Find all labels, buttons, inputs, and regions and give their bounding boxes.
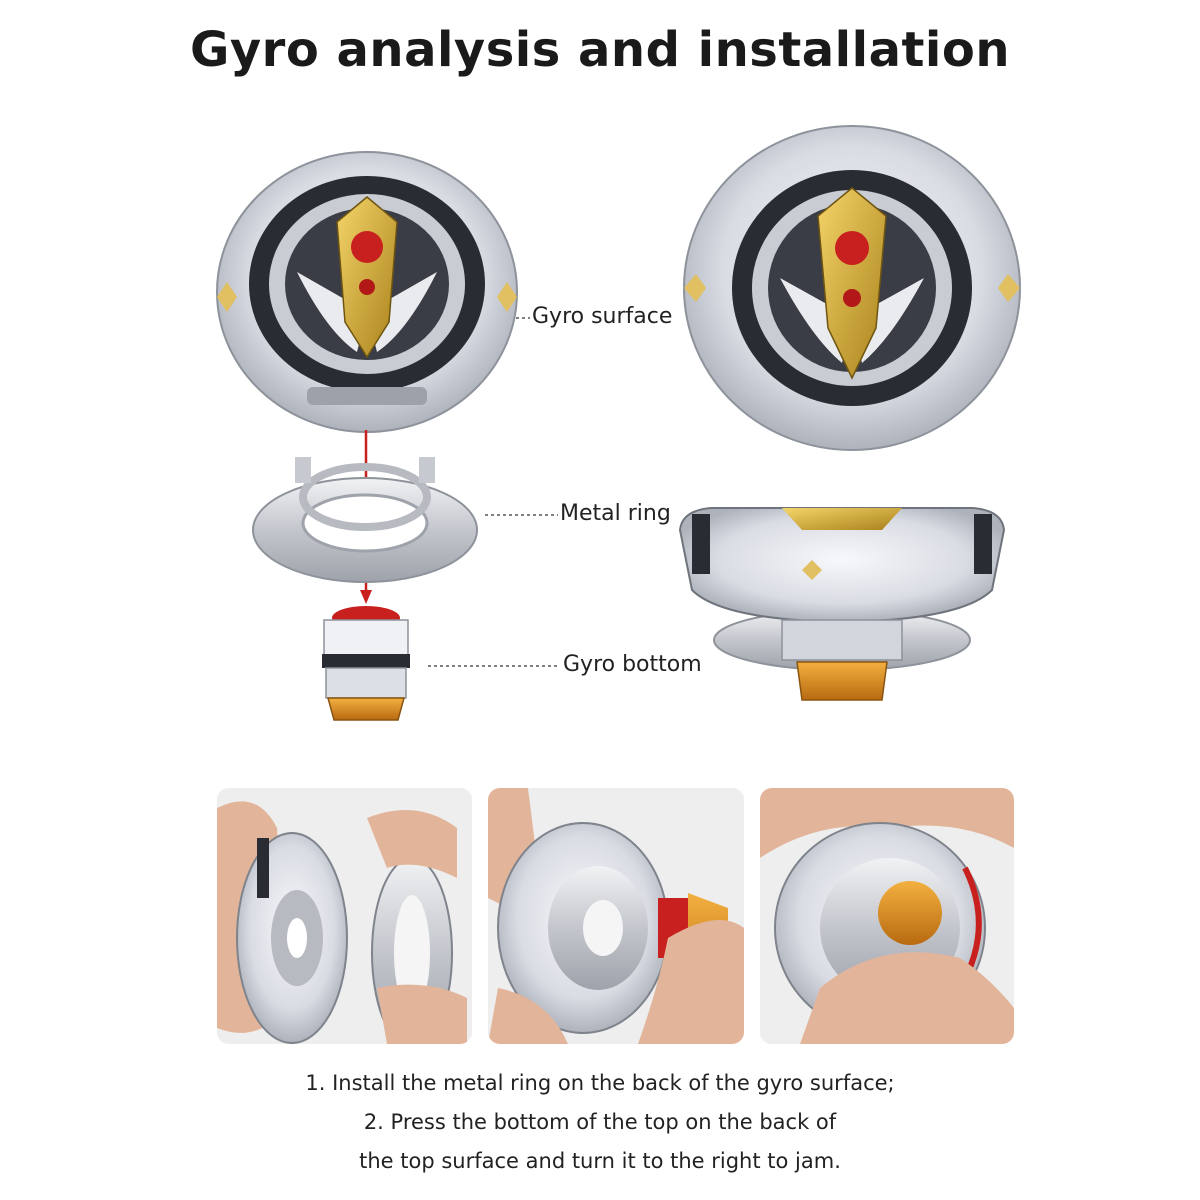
guide-arrow: [360, 590, 372, 604]
install-photo-3: [760, 788, 1014, 1044]
metal-ring-label: Metal ring: [560, 501, 671, 526]
install-photo-2: [488, 788, 744, 1044]
page-title: Gyro analysis and installation: [189, 22, 1011, 78]
gyro-surface-label: Gyro surface: [532, 304, 673, 329]
instruction-line-1: 1. Install the metal ring on the back of…: [305, 1071, 895, 1095]
install-photo-1: [217, 788, 472, 1044]
gyro-surface-part: [216, 151, 518, 433]
gyro-diagram: [216, 125, 1021, 721]
assembled-side-view: [678, 507, 1006, 701]
metal-ring-part: [252, 457, 478, 583]
instruction-line-3: the top surface and turn it to the right…: [359, 1149, 841, 1173]
assembled-top-view: [683, 125, 1021, 451]
instruction-line-2: 2. Press the bottom of the top on the ba…: [363, 1110, 837, 1134]
gyro-bottom-label: Gyro bottom: [563, 652, 702, 677]
gyro-bottom-part: [322, 606, 410, 721]
